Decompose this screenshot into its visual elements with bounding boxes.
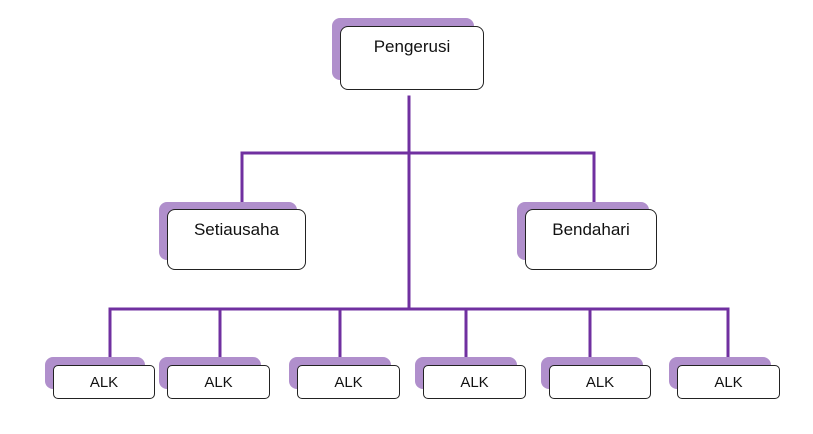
alk-2-label: ALK xyxy=(204,373,233,391)
setiausaha-label: Setiausaha xyxy=(193,220,280,239)
alk-4-box: ALK xyxy=(423,365,526,399)
root-box: Pengerusi xyxy=(340,26,484,90)
root-label: Pengerusi xyxy=(373,37,451,56)
alk-3-box: ALK xyxy=(297,365,400,399)
alk-2-box: ALK xyxy=(167,365,270,399)
alk-1-box: ALK xyxy=(53,365,155,399)
bendahari-box: Bendahari xyxy=(525,209,657,270)
alk-5-box: ALK xyxy=(549,365,651,399)
alk-4-label: ALK xyxy=(460,373,489,391)
setiausaha-box: Setiausaha xyxy=(167,209,306,270)
alk-6-box: ALK xyxy=(677,365,780,399)
alk-3-label: ALK xyxy=(334,373,363,391)
alk-5-label: ALK xyxy=(585,373,615,391)
alk-1-label: ALK xyxy=(89,373,119,391)
alk-6-label: ALK xyxy=(714,373,743,391)
bendahari-label: Bendahari xyxy=(552,220,630,239)
